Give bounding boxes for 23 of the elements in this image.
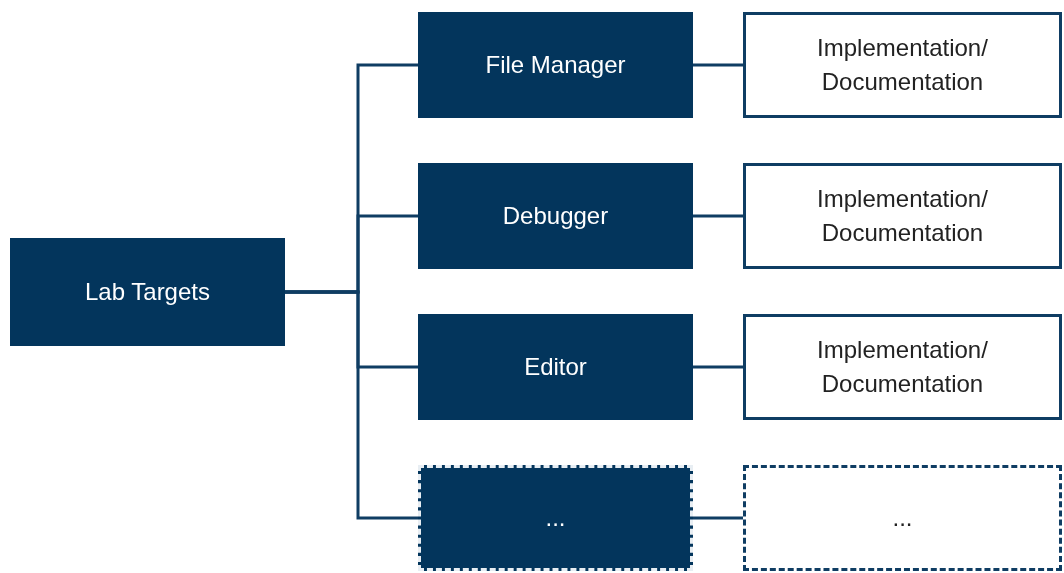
- process-box: [418, 12, 693, 118]
- box-label: Debugger: [501, 201, 610, 232]
- box-label: File Manager: [484, 50, 627, 81]
- box-label: Implementation/ Documentation: [816, 184, 989, 248]
- placeholder-box: [743, 465, 1062, 571]
- process-box: [743, 12, 1062, 118]
- process-box: [10, 238, 285, 346]
- process-box: [418, 314, 693, 420]
- box-label: ...: [891, 503, 914, 534]
- connector-line: [693, 365, 743, 369]
- box-label: Lab Targets: [84, 277, 211, 308]
- box-label: Editor: [523, 352, 588, 383]
- connector-line: [693, 63, 743, 67]
- process-box: [418, 163, 693, 269]
- process-box: [743, 314, 1062, 420]
- box-label: ...: [544, 503, 567, 534]
- connector-line: [285, 290, 418, 520]
- connector-line: [693, 214, 743, 218]
- connector-line: [693, 516, 743, 520]
- box-label: Implementation/ Documentation: [816, 33, 989, 97]
- process-box: [743, 163, 1062, 269]
- placeholder-box: [418, 465, 693, 571]
- box-label: Implementation/ Documentation: [816, 335, 989, 399]
